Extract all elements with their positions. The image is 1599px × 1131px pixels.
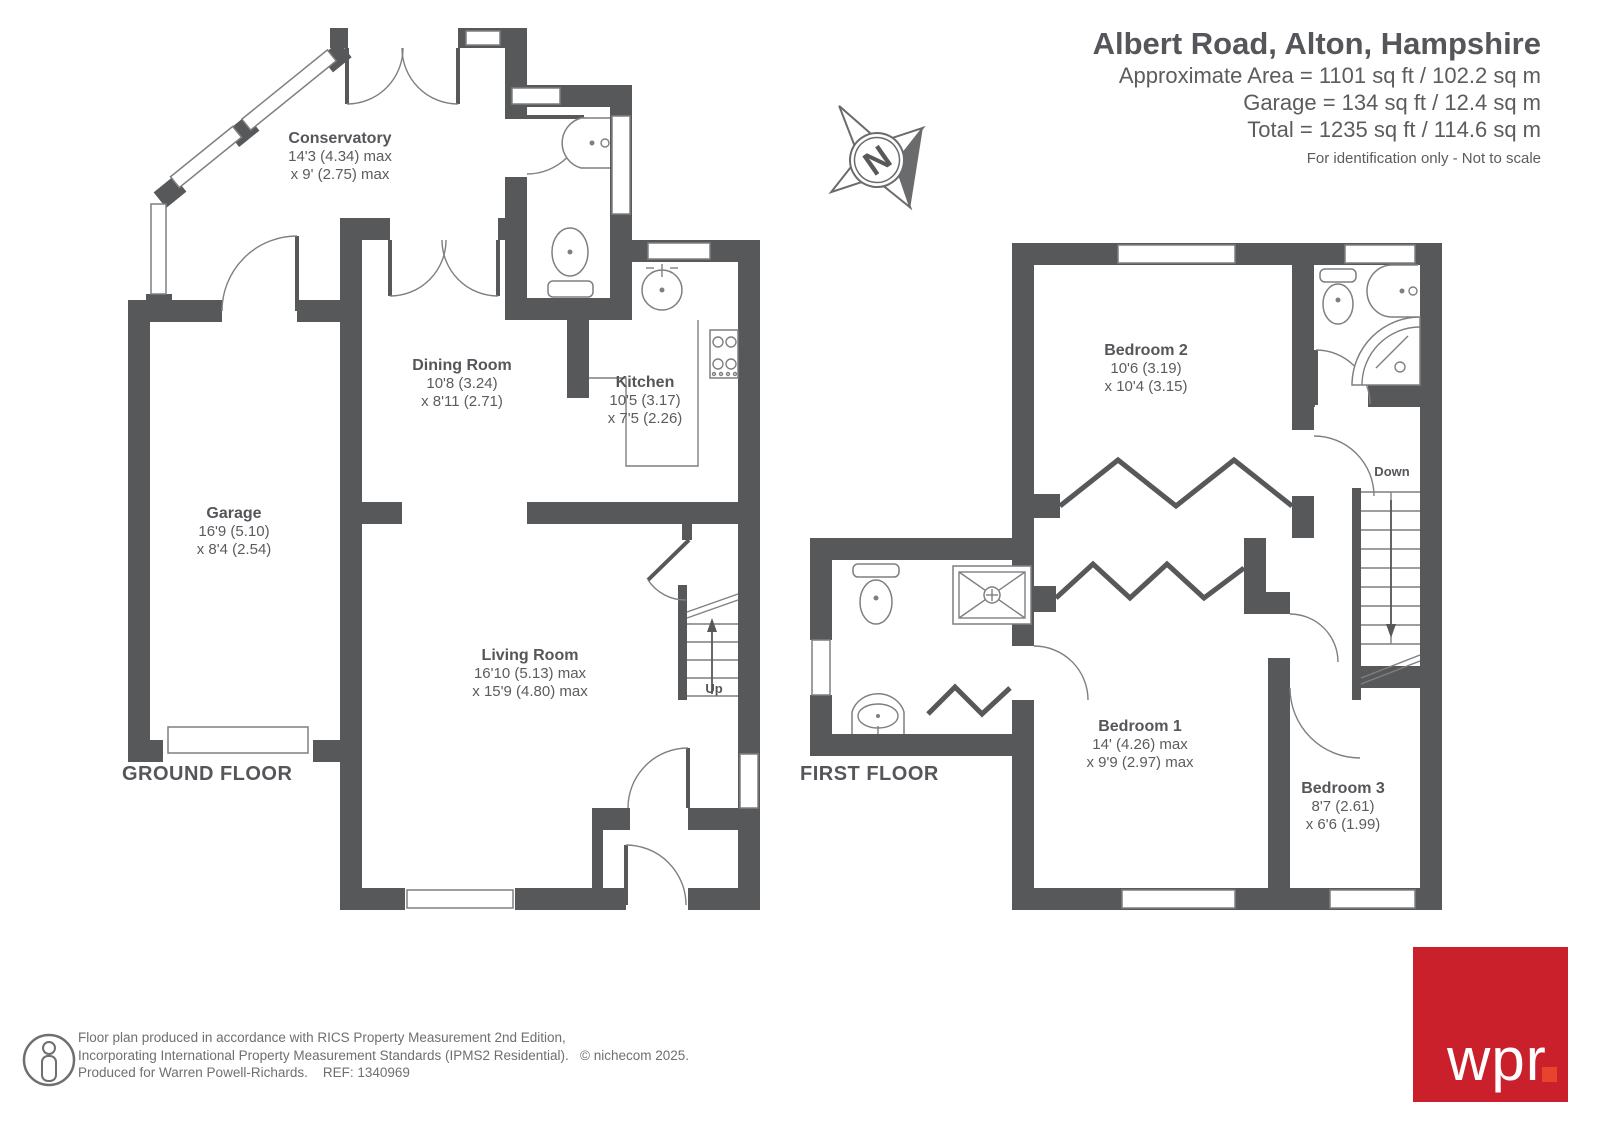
- bathroom-basin-icon: [1366, 264, 1418, 318]
- footer-line-2: Incorporating International Property Mea…: [78, 1047, 690, 1063]
- room-label-garage: Garage 16'9 (5.10) x 8'4 (2.54): [196, 505, 272, 558]
- room-label-kitchen: Kitchen 10'5 (3.17) x 7'5 (2.26): [607, 374, 683, 427]
- compass-south-wedge: [895, 127, 923, 208]
- kitchen-sink-icon: [641, 264, 683, 311]
- wc-basin-icon: [561, 117, 610, 169]
- footer-line-3: Produced for Warren Powell-Richards. REF…: [78, 1065, 410, 1080]
- first-windows: [811, 244, 1416, 909]
- stairs-up-label: Up: [705, 681, 723, 696]
- scale-note: For identification only - Not to scale: [1306, 150, 1541, 167]
- header: Albert Road, Alton, Hampshire Approximat…: [1093, 26, 1541, 167]
- copyright: © nichecom 2025.: [580, 1047, 690, 1063]
- garage-area: Garage = 134 sq ft / 12.4 sq m: [1243, 90, 1541, 115]
- hob-icon: [709, 329, 739, 379]
- first-doors: [1033, 349, 1375, 759]
- shower-tray-icon: [952, 565, 1032, 625]
- first-fixtures: [851, 264, 1421, 734]
- reference-number: REF: 1340969: [322, 1065, 410, 1080]
- room-label-bedroom-1: Bedroom 1 14' (4.26) max x 9'9 (2.97) ma…: [1086, 718, 1194, 771]
- ensuite-toilet-icon: [852, 563, 900, 625]
- stairs-down: [1360, 491, 1421, 685]
- wpr-logo: wpr: [1413, 947, 1568, 1102]
- ground-floor-plan: [128, 28, 760, 910]
- footer-line-1: Floor plan produced in accordance with R…: [78, 1030, 566, 1045]
- corner-shower-icon: [1351, 316, 1421, 386]
- footer-disclaimer: Floor plan produced in accordance with R…: [78, 1029, 689, 1082]
- ground-floor-title: GROUND FLOOR: [122, 763, 293, 785]
- stairs-up: [686, 593, 739, 697]
- bathroom-toilet-icon: [1319, 268, 1357, 325]
- ground-walls: [128, 28, 760, 910]
- wpr-logo-text: wpr: [1447, 1026, 1547, 1093]
- approximate-area: Approximate Area = 1101 sq ft / 102.2 sq…: [1118, 63, 1541, 88]
- first-floor-plan: [810, 243, 1442, 910]
- ground-fixtures: [547, 117, 739, 467]
- room-label-bedroom-3: Bedroom 3 8'7 (2.61) x 6'6 (1.99): [1301, 780, 1385, 833]
- page-title: Albert Road, Alton, Hampshire: [1092, 26, 1541, 61]
- room-label-bedroom-2: Bedroom 2 10'6 (3.19) x 10'4 (3.15): [1104, 342, 1188, 395]
- stairs-down-label: Down: [1374, 464, 1410, 479]
- compass-rose: N: [828, 105, 926, 211]
- person-icon: [22, 1033, 76, 1087]
- ground-doors: [221, 47, 691, 906]
- first-floor-title: FIRST FLOOR: [800, 763, 939, 785]
- kitchen-counter: [589, 320, 699, 467]
- wc-toilet-icon: [547, 227, 594, 298]
- garage-door-icon: [167, 726, 309, 754]
- wardrobe-doors: [926, 456, 1294, 718]
- room-label-living-room: Living Room 16'10 (5.13) max x 15'9 (4.8…: [472, 647, 588, 700]
- ground-windows: [150, 30, 759, 909]
- room-label-conservatory: Conservatory 14'3 (4.34) max x 9' (2.75)…: [288, 130, 392, 183]
- room-label-dining-room: Dining Room 10'8 (3.24) x 8'11 (2.71): [412, 357, 512, 410]
- total-area: Total = 1235 sq ft / 114.6 sq m: [1247, 117, 1541, 142]
- logo-dot: [1542, 1067, 1557, 1082]
- ensuite-sink-icon: [851, 693, 905, 734]
